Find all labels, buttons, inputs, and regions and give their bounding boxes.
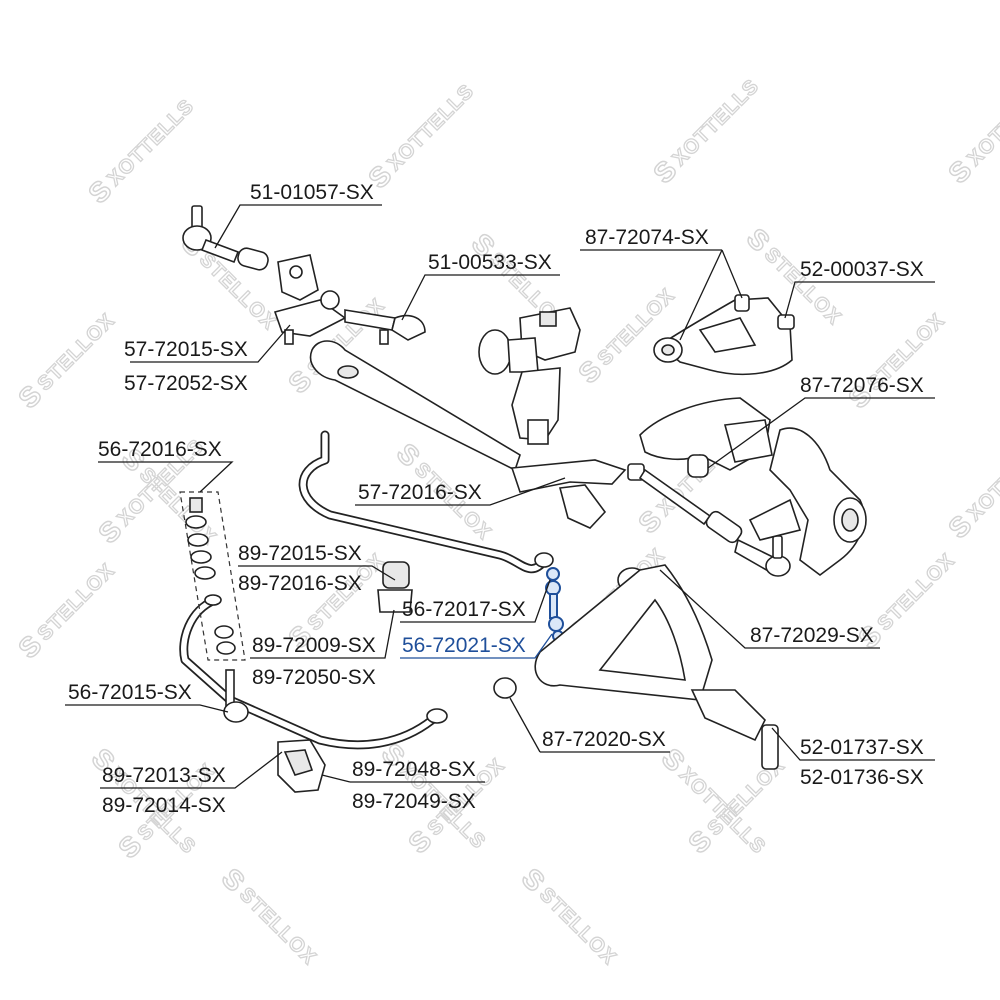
part-number-label[interactable]: 56-72017-SX [402, 598, 526, 621]
steering-gear-box[interactable] [478, 307, 581, 445]
watermark: S XOTTELLS [362, 79, 480, 195]
part-number-label[interactable]: 89-72016-SX [238, 572, 362, 595]
part-number-label[interactable]: 57-72016-SX [358, 481, 482, 504]
part-number-label[interactable]: 87-72020-SX [542, 728, 666, 751]
watermark: S STELLOX [515, 862, 621, 970]
part-number-label[interactable]: 89-72049-SX [352, 790, 476, 813]
upper-control-arm[interactable] [653, 294, 795, 376]
lower-control-arm[interactable] [493, 564, 779, 770]
part-number-label[interactable]: 52-01736-SX [800, 766, 924, 789]
stabilizer-link-kit[interactable] [179, 491, 246, 661]
part-number-label[interactable]: 51-01057-SX [250, 181, 374, 204]
steering-knuckle[interactable] [639, 397, 867, 576]
part-number-label[interactable]: 89-72015-SX [238, 542, 362, 565]
part-labels: 51-01057-SX 51-00533-SX 87-72074-SX 52-0… [68, 181, 924, 817]
part-number-label[interactable]: 52-01737-SX [800, 736, 924, 759]
part-number-label[interactable]: 52-00037-SX [800, 258, 924, 281]
part-number-label[interactable]: 89-72050-SX [252, 666, 376, 689]
part-number-label[interactable]: 89-72048-SX [352, 758, 476, 781]
stabilizer-link-highlighted[interactable] [545, 567, 564, 642]
leader-lines [65, 204, 935, 789]
part-number-label[interactable]: 56-72016-SX [98, 438, 222, 461]
stabilizer-bar[interactable] [179, 430, 554, 750]
watermark: S STELLOX [572, 284, 680, 390]
svg-text:STELLOX: STELLOX [235, 884, 321, 970]
tie-rod-right[interactable] [638, 468, 791, 577]
watermark: S STELLOX [12, 559, 120, 665]
pitman-arm[interactable] [510, 459, 645, 529]
watermark: S XOTTELLS [82, 94, 200, 210]
svg-text:STELLOX: STELLOX [874, 549, 960, 635]
stabilizer-bushing[interactable] [377, 561, 413, 613]
svg-text:XOTTELLS: XOTTELLS [964, 75, 1000, 170]
svg-text:STELLOX: STELLOX [34, 559, 120, 645]
watermark: S STELLOX [215, 862, 321, 970]
svg-text:XOTTELLS: XOTTELLS [384, 80, 479, 175]
svg-text:STELLOX: STELLOX [34, 309, 120, 395]
watermark: S XOTTELLS [942, 429, 1000, 545]
tie-rod-end-left[interactable] [182, 205, 270, 272]
svg-text:XOTTELLS: XOTTELLS [104, 95, 199, 190]
part-number-label[interactable]: 89-72013-SX [102, 764, 226, 787]
center-link[interactable] [309, 340, 521, 472]
part-number-label[interactable]: 89-72009-SX [252, 634, 376, 657]
stabilizer-clamp[interactable] [277, 739, 326, 793]
watermark: S XOTTELLS [647, 74, 765, 190]
part-number-label[interactable]: 87-72029-SX [750, 624, 874, 647]
part-number-label[interactable]: 51-00533-SX [428, 251, 552, 274]
part-number-label[interactable]: 56-72015-SX [68, 681, 192, 704]
idler-arm-bracket[interactable] [273, 254, 426, 345]
part-number-label-highlighted[interactable]: 56-72021-SX [402, 634, 526, 657]
watermark: S XOTTELLS [942, 74, 1000, 190]
part-number-label[interactable]: 87-72076-SX [800, 374, 924, 397]
svg-text:STELLOX: STELLOX [535, 884, 621, 970]
svg-text:XOTTELLS: XOTTELLS [964, 430, 1000, 525]
part-number-label[interactable]: 57-72015-SX [124, 338, 248, 361]
part-number-label[interactable]: 89-72014-SX [102, 794, 226, 817]
svg-text:XOTTELLS: XOTTELLS [669, 75, 764, 170]
part-number-label[interactable]: 57-72052-SX [124, 372, 248, 395]
part-number-label[interactable]: 87-72074-SX [585, 226, 709, 249]
stabilizer-end-bushing[interactable] [223, 669, 249, 723]
watermark: S STELLOX [12, 309, 120, 415]
